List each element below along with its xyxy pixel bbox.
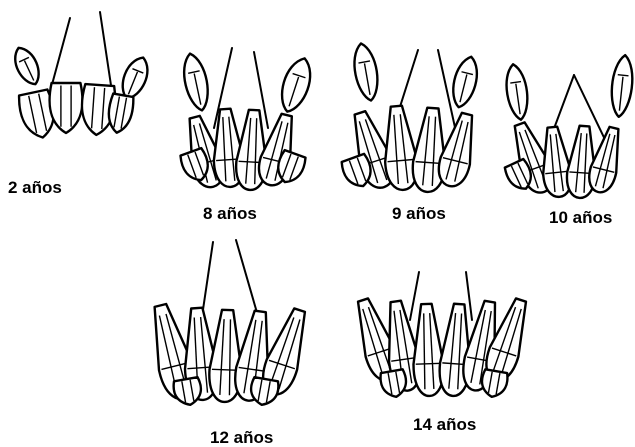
panel-label: 8 años [203, 204, 257, 223]
tooth-cej [416, 363, 441, 364]
panel-10-anos: 10 años [503, 54, 635, 227]
tooth-bud [503, 63, 530, 121]
panel-12-anos: 12 años [144, 240, 315, 447]
crown-outline [248, 377, 279, 407]
tooth-bud [609, 54, 635, 118]
teeth-group [340, 42, 482, 193]
teeth-group [144, 240, 315, 407]
guide-line [100, 12, 112, 92]
panel-label: 10 años [549, 208, 612, 227]
tooth-crown [248, 377, 279, 407]
panel-8-anos: 8 años [179, 48, 316, 223]
tooth-crown [172, 377, 203, 407]
panel-label: 2 años [8, 178, 62, 197]
tooth-crown [379, 369, 408, 399]
guide-line [466, 272, 472, 320]
crown-outline [172, 377, 203, 407]
tooth-crown [479, 369, 508, 399]
teeth-group [10, 12, 154, 141]
tooth-long [411, 304, 444, 397]
panel-label: 12 años [210, 428, 273, 447]
tooth-bud [350, 42, 381, 103]
panel-14-anos: 14 años [349, 272, 536, 434]
panel-label: 14 años [413, 415, 476, 434]
crown-outline [50, 83, 83, 133]
tooth-bud [276, 55, 317, 116]
tooth-bud [10, 44, 45, 89]
tooth-crown [50, 83, 83, 133]
guide-line [410, 272, 419, 320]
guide-line [50, 18, 70, 92]
crown-outline [479, 369, 508, 399]
tooth-bud [448, 54, 481, 110]
tooth-bud [179, 51, 212, 112]
tooth-outline [411, 304, 444, 397]
teeth-group [349, 272, 536, 399]
crown-outline [379, 369, 408, 399]
panel-2-anos: 2 años [8, 12, 153, 197]
panel-9-anos: 9 años [340, 42, 482, 223]
teeth-group [503, 54, 635, 199]
panel-label: 9 años [392, 204, 446, 223]
teeth-group [179, 48, 316, 191]
